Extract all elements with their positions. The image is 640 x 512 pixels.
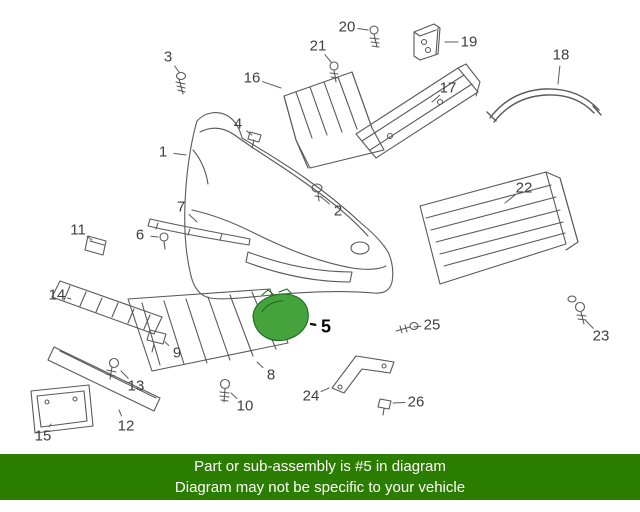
part-20-bolt-drawing <box>369 25 380 48</box>
part-14-molding-drawing <box>51 280 163 335</box>
part-callout-18: 18 <box>552 46 570 64</box>
part-callout-4: 4 <box>233 115 243 133</box>
banner-text-line2: Diagram may not be specific to your vehi… <box>174 479 466 496</box>
part-callout-1: 1 <box>158 143 168 161</box>
part-callout-20: 20 <box>338 18 356 36</box>
part-callout-24: 24 <box>302 387 320 405</box>
part-callout-8: 8 <box>266 366 276 384</box>
part-callout-26: 26 <box>407 393 425 411</box>
part-callout-23: 23 <box>592 327 610 345</box>
part-callout-15: 15 <box>34 427 52 445</box>
part-callout-17: 17 <box>439 79 457 97</box>
part-callout-19: 19 <box>460 33 478 51</box>
part-22-grille-shutter-drawing <box>419 171 579 285</box>
leader-lines <box>48 28 594 428</box>
part-callout-25: 25 <box>423 316 441 334</box>
part-10-screw-drawing <box>219 378 231 403</box>
part-callout-2: 2 <box>333 202 343 220</box>
part-callout-13: 13 <box>127 377 145 395</box>
part-callout-9: 9 <box>172 344 182 362</box>
part-19-bracket-drawing <box>413 23 441 61</box>
part-13-bolt-drawing <box>105 357 120 380</box>
part-callout-7: 7 <box>176 198 186 216</box>
part-callout-5: 5 <box>320 316 332 337</box>
part-18-stay-rod-drawing <box>486 88 602 123</box>
part-callout-12: 12 <box>117 417 135 435</box>
info-banner: Part or sub-assembly is #5 in diagram Di… <box>0 454 640 500</box>
part-24-bracket-drawing <box>331 355 395 394</box>
banner-text-line1: Part or sub-assembly is #5 in diagram <box>194 458 446 475</box>
part-15-license-bracket-drawing <box>30 384 94 434</box>
part-5-fog-cover-highlighted-drawing <box>252 288 309 342</box>
part-callout-6: 6 <box>135 226 145 244</box>
part-callout-14: 14 <box>48 286 66 304</box>
part-6-clip-drawing <box>159 232 169 250</box>
part-callout-22: 22 <box>515 179 533 197</box>
part-callout-3: 3 <box>163 48 173 66</box>
part-12-molding-drawing <box>47 346 161 412</box>
part-16-energy-absorber-drawing <box>283 71 385 169</box>
part-11-bracket-drawing <box>84 235 107 256</box>
part-callout-10: 10 <box>236 397 254 415</box>
artwork-layer <box>30 23 602 434</box>
part-1-bumper-cover-drawing <box>184 112 394 300</box>
part-26-clip-drawing <box>377 398 392 416</box>
part-callout-16: 16 <box>243 69 261 87</box>
part-9-bracket-drawing <box>146 329 167 353</box>
part-callout-11: 11 <box>70 221 86 239</box>
part-25-screw-drawing <box>395 321 419 334</box>
part-8-lower-cover-drawing <box>127 288 289 372</box>
part-3-screw-drawing <box>175 71 187 95</box>
part-4-clip-drawing <box>247 131 262 149</box>
part-callout-21: 21 <box>309 37 327 55</box>
part-7-finisher-strip-drawing <box>147 218 251 246</box>
part-17-reinforcement-drawing <box>355 63 481 159</box>
part-23-screw-drawing <box>567 295 587 325</box>
